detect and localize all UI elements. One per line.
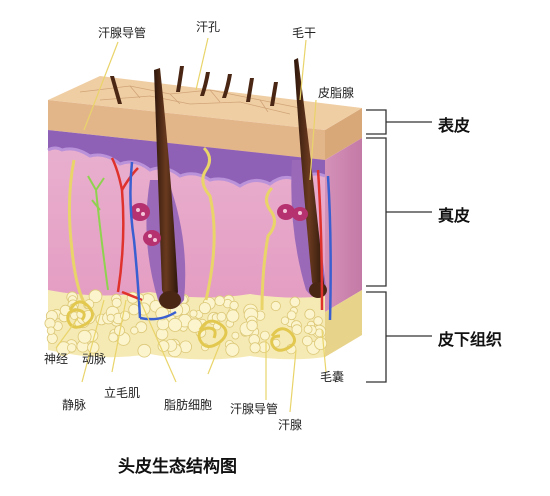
label-sweat-duct-bottom: 汗腺导管 (230, 402, 279, 416)
label-nerve: 神经 (44, 352, 69, 366)
sebaceous-gland-shapes (130, 203, 308, 246)
fat-cell (226, 309, 240, 323)
label-sweat-gland: 汗腺 (278, 418, 303, 432)
label-fat-cell: 脂肪细胞 (164, 398, 213, 412)
fat-cell (249, 342, 261, 354)
fat-cell (231, 331, 240, 340)
layer-brackets (366, 109, 432, 383)
layer-subcutis: 皮下组织 (438, 330, 503, 349)
fat-cell (270, 300, 281, 312)
fat-cell (303, 324, 313, 334)
fat-cell (225, 342, 240, 357)
label-hair-shaft: 毛干 (292, 26, 317, 40)
leader-lines (55, 37, 327, 413)
fat-cell (198, 302, 211, 315)
fat-cell (289, 296, 301, 308)
hair-tips (110, 66, 278, 106)
fat-cell (108, 332, 119, 343)
fat-cell (291, 324, 303, 335)
fat-cell (128, 303, 140, 316)
label-follicle: 毛囊 (320, 370, 345, 384)
fat-cell (189, 309, 198, 318)
fat-cell (168, 317, 183, 332)
fat-cell (301, 335, 313, 347)
fat-cell (77, 329, 92, 344)
label-pore: 汗孔 (196, 20, 221, 34)
fat-cell (214, 295, 226, 307)
label-sweat-duct-top: 汗腺导管 (98, 26, 147, 40)
fat-cell (216, 311, 227, 322)
epidermis-layer (48, 76, 362, 160)
basal-layer (48, 130, 325, 186)
layer-epidermis: 表皮 (438, 116, 471, 135)
hair-follicle-left (146, 68, 186, 309)
block-side-face (325, 108, 362, 357)
fat-cell (111, 297, 122, 308)
fat-cell (304, 308, 316, 320)
fat-cell (130, 326, 139, 335)
fat-cell (246, 319, 258, 332)
fat-cell (46, 332, 58, 344)
diagram-title: 头皮生态结构图 (118, 457, 237, 477)
vein-vessels (129, 161, 332, 321)
label-artery: 动脉 (82, 352, 107, 366)
artery-vessels (110, 157, 324, 311)
nerve-fibers (87, 175, 109, 291)
label-sebaceous-gland: 皮脂腺 (318, 86, 355, 100)
fat-cell (229, 300, 239, 310)
sweat-ducts (67, 146, 276, 311)
fat-cell (106, 313, 115, 322)
fat-cell (313, 316, 323, 326)
fat-cell (157, 340, 170, 353)
sweat-gland-coils (66, 300, 296, 352)
fat-cell (286, 310, 297, 321)
label-arrector-muscle: 立毛肌 (104, 386, 141, 400)
fat-cell (88, 289, 103, 304)
fat-cell (66, 343, 77, 353)
label-vein: 静脉 (62, 398, 87, 412)
fat-cell (46, 326, 56, 335)
layer-dermis: 真皮 (438, 206, 471, 225)
fat-cell (314, 336, 328, 350)
fat-cell (280, 316, 290, 325)
fat-cell (259, 330, 270, 341)
fat-cell (137, 343, 152, 358)
